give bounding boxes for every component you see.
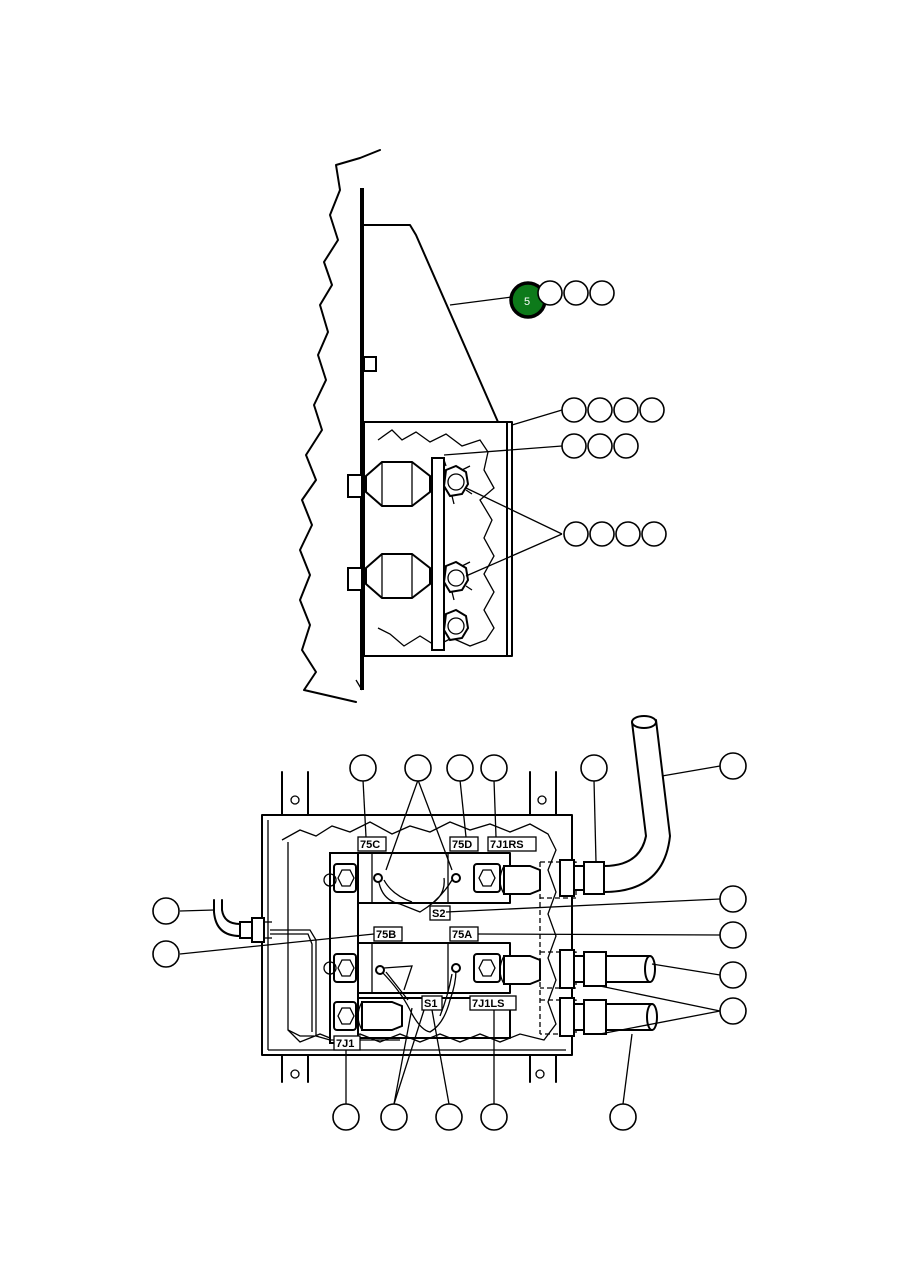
svg-text:7J1RS: 7J1RS — [490, 839, 524, 851]
callout-bubble — [587, 433, 613, 459]
svg-text:75D: 75D — [452, 839, 472, 851]
wire-tag-s2: S2 — [429, 905, 451, 921]
callout-bubble — [615, 521, 641, 547]
wire-tag-75b: 75B — [373, 926, 403, 942]
svg-text:7J1: 7J1 — [336, 1038, 354, 1050]
right-gland-mid — [559, 949, 656, 989]
callout-bubble — [587, 397, 613, 423]
terminal-nut-mid — [442, 560, 473, 601]
left-gland — [239, 921, 253, 939]
callout-bubble — [719, 961, 747, 989]
callout-bubble — [435, 1103, 463, 1131]
wire-tag-7j1: 7J1 — [333, 1035, 361, 1051]
wire-loop-s2 — [377, 875, 453, 913]
callout-bubble — [349, 754, 377, 782]
wire-tag-75a: 75A — [449, 926, 479, 942]
callout-bubble — [404, 754, 432, 782]
insulator-rail — [431, 457, 445, 651]
callout-bubble — [580, 754, 608, 782]
callout-bubble — [589, 521, 615, 547]
callout-bubble — [563, 280, 589, 306]
callout-bubble — [719, 885, 747, 913]
wall-nut-top — [347, 474, 363, 498]
svg-text:75C: 75C — [360, 839, 380, 851]
insulator-top — [365, 461, 431, 507]
terminal-lug — [357, 1001, 403, 1031]
callout-bubble — [332, 1103, 360, 1131]
wall-break-line — [299, 149, 381, 703]
callout-bubble — [152, 897, 180, 925]
callout-bubble — [589, 280, 615, 306]
bracket — [363, 224, 499, 423]
junction-box-side — [363, 421, 513, 657]
callout-bubble — [719, 997, 747, 1025]
wall-nut-bottom — [347, 567, 363, 591]
right-gland-top — [559, 715, 671, 897]
bottom-view: 75C 75D 7J1RS S2 75B 75A S1 7J1LS — [152, 715, 747, 1131]
terminal-nut-top — [442, 459, 473, 505]
bracket-tab — [363, 356, 377, 372]
callout-bubble — [719, 752, 747, 780]
svg-text:75A: 75A — [452, 929, 472, 941]
callout-bubble — [480, 1103, 508, 1131]
callout-bubble — [641, 521, 667, 547]
callout-bubble — [561, 397, 587, 423]
insulator-bottom — [365, 553, 431, 599]
right-gland-bottom — [559, 997, 658, 1037]
svg-text:7J1LS: 7J1LS — [472, 998, 504, 1010]
callout-bubble — [639, 397, 665, 423]
callout-bubble — [719, 921, 747, 949]
callout-bubble — [609, 1103, 637, 1131]
callout-bubble — [613, 433, 639, 459]
callout-bubble — [537, 280, 563, 306]
svg-text:75B: 75B — [376, 929, 396, 941]
terminal-lug — [473, 953, 541, 985]
wire-tag-75d: 75D — [449, 836, 479, 852]
top-view: 5 — [299, 149, 667, 703]
wire-tag-7j1ls: 7J1LS — [469, 995, 517, 1011]
callout-bubble — [380, 1103, 408, 1131]
callout-active-label: 5 — [524, 296, 530, 308]
wire-tag-75c: 75C — [357, 836, 387, 852]
hex-bolt — [333, 1001, 357, 1031]
terminal-lug — [473, 863, 541, 895]
ground-wire — [287, 842, 314, 1037]
cutaway-edge — [281, 821, 557, 1043]
callout-bubble — [561, 433, 587, 459]
callout-bubble — [446, 754, 474, 782]
callout-bubble — [152, 940, 180, 968]
left-cable — [213, 899, 241, 937]
wire-loop-s1 — [379, 969, 457, 1033]
wire-tag-7j1rs: 7J1RS — [487, 836, 537, 852]
callout-bubble — [480, 754, 508, 782]
wire-tag-s1: S1 — [421, 995, 443, 1011]
svg-text:S1: S1 — [424, 998, 437, 1010]
callout-bubble — [563, 521, 589, 547]
svg-text:S2: S2 — [432, 908, 445, 920]
callout-bubble — [613, 397, 639, 423]
hex-bolt — [333, 953, 357, 983]
terminal-nut-bottom — [442, 608, 470, 642]
hex-bolt — [333, 863, 357, 893]
